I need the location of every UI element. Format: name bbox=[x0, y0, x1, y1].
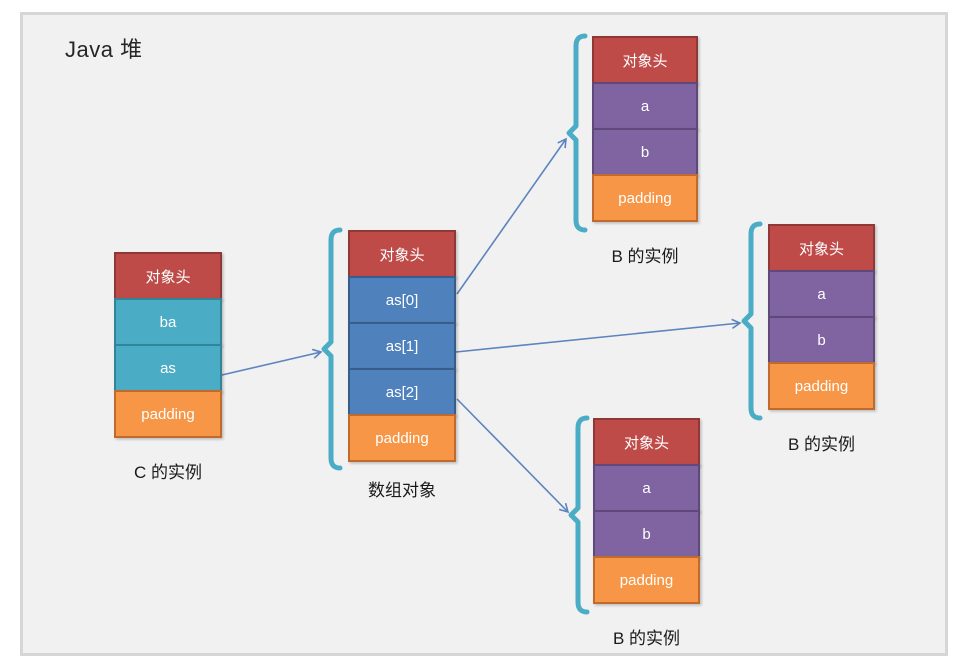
array-padding-cell: padding bbox=[348, 414, 456, 462]
c-instance-stack: 对象头 ba as padding C 的实例 bbox=[114, 252, 222, 482]
b-instance-bottom-stack: 对象头 a b padding B 的实例 bbox=[593, 418, 700, 648]
b-instance-top-stack: 对象头 a b padding B 的实例 bbox=[592, 36, 698, 266]
b-right-field-a-cell: a bbox=[768, 270, 875, 318]
array-as1-cell: as[1] bbox=[348, 322, 456, 370]
c-field-as-cell: as bbox=[114, 344, 222, 392]
c-padding-cell: padding bbox=[114, 390, 222, 438]
c-field-ba-cell: ba bbox=[114, 298, 222, 346]
b-bottom-field-b-cell: b bbox=[593, 510, 700, 558]
b-bottom-field-a-cell: a bbox=[593, 464, 700, 512]
c-instance-label: C 的实例 bbox=[134, 463, 202, 482]
c-object-header-cell: 对象头 bbox=[114, 252, 222, 300]
b-right-padding-cell: padding bbox=[768, 362, 875, 410]
array-object-stack: 对象头 as[0] as[1] as[2] padding 数组对象 bbox=[348, 230, 456, 500]
b-top-padding-cell: padding bbox=[592, 174, 698, 222]
b-instance-right-label: B 的实例 bbox=[787, 435, 856, 454]
array-object-header-cell: 对象头 bbox=[348, 230, 456, 278]
b-top-field-a-cell: a bbox=[592, 82, 698, 130]
b-bottom-padding-cell: padding bbox=[593, 556, 700, 604]
array-as0-cell: as[0] bbox=[348, 276, 456, 324]
array-as2-cell: as[2] bbox=[348, 368, 456, 416]
b-instance-right-stack: 对象头 a b padding B 的实例 bbox=[768, 224, 875, 454]
b-top-object-header-cell: 对象头 bbox=[592, 36, 698, 84]
b-instance-bottom-label: B 的实例 bbox=[612, 629, 681, 648]
array-object-label: 数组对象 bbox=[368, 481, 436, 500]
b-right-object-header-cell: 对象头 bbox=[768, 224, 875, 272]
b-bottom-object-header-cell: 对象头 bbox=[593, 418, 700, 466]
diagram-title: Java 堆 bbox=[65, 37, 143, 62]
b-instance-top-label: B 的实例 bbox=[611, 247, 679, 266]
b-top-field-b-cell: b bbox=[592, 128, 698, 176]
b-right-field-b-cell: b bbox=[768, 316, 875, 364]
